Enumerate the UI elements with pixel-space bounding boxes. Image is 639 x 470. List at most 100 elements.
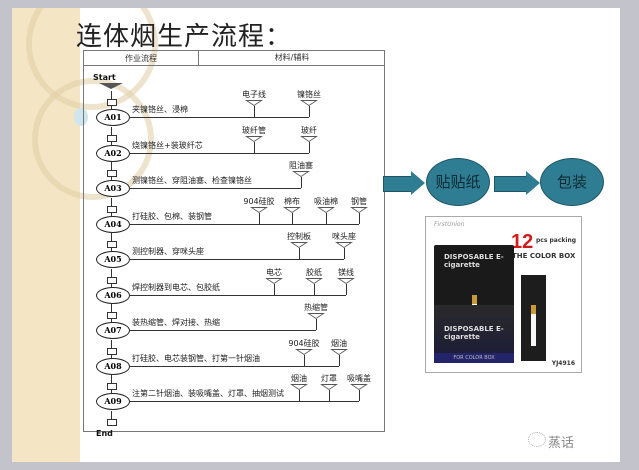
display-box: DISPOSABLE E-cigarette DISPOSABLE E-ciga… (434, 245, 514, 363)
cigarette-tip (531, 305, 536, 314)
material-stem (254, 106, 255, 117)
connector-box-icon (107, 418, 117, 426)
step-node-a02: A02 (96, 144, 130, 162)
material-stem (259, 212, 260, 224)
step-line (129, 365, 339, 367)
connector-box-icon (107, 134, 117, 142)
funnel-icon (99, 83, 123, 89)
start-label: Start (93, 73, 116, 82)
funnel-icon (307, 313, 325, 319)
funnel-icon (250, 206, 268, 213)
step-node-a08: A08 (96, 357, 130, 375)
box-front: DISPOSABLE E-cigarette FOR COLOR BOX (434, 305, 514, 363)
step-text: 打硅胶、电芯装钢管、打第一针烟油 (132, 353, 260, 363)
funnel-icon (245, 100, 263, 106)
material-label: 电子线 (242, 90, 266, 99)
step-text: 测镍铬丝、穿阻油塞、检查镍铬丝 (132, 176, 252, 185)
step-node-a01: A01 (96, 109, 130, 126)
funnel-icon (300, 100, 318, 106)
connector-box-icon (107, 99, 117, 106)
pack-count: 12 (511, 231, 534, 253)
step-sticker: 贴贴纸 (426, 158, 490, 206)
funnel-icon (320, 384, 338, 390)
funnel-icon (337, 277, 355, 284)
material-label: 阻油塞 (289, 161, 313, 170)
step-node-a09: A09 (96, 393, 130, 410)
watermark-icon (528, 432, 546, 447)
material-stem (339, 354, 340, 366)
material-stem (299, 390, 300, 401)
material-label: 热缩管 (304, 303, 328, 312)
material-stem (344, 248, 345, 259)
material-label: 烟油 (291, 374, 307, 383)
sku-label: YJ4916 (551, 360, 575, 367)
material-stem (359, 212, 360, 224)
step-line (129, 401, 359, 402)
material-stem (301, 177, 302, 188)
end-label: End (96, 428, 113, 438)
funnel-icon (283, 206, 301, 213)
material-label: 904硅胶 (288, 338, 320, 348)
step-text: 焊控制器到电芯、包胶纸 (132, 282, 220, 292)
step-text: 注第二针烟油、装吸嘴盖、灯罩、抽烟测试 (132, 389, 284, 398)
arrow-to-packaging (494, 176, 528, 192)
funnel-icon (350, 384, 368, 390)
header-workflow: 作业流程 (125, 54, 157, 63)
funnel-icon (290, 242, 308, 248)
step-text: 打硅胶、包棉、装钢管 (132, 211, 212, 221)
material-stem (299, 248, 300, 259)
material-stem (326, 212, 327, 224)
material-stem (316, 319, 317, 330)
step-line (129, 294, 346, 296)
material-label: 棉布 (284, 196, 300, 206)
material-label: 灯罩 (321, 374, 337, 383)
arrow-to-sticker (383, 176, 413, 192)
step-sticker-label: 贴贴纸 (435, 173, 481, 191)
step-line (129, 259, 344, 260)
funnel-icon (317, 206, 335, 213)
material-label: 电芯 (266, 267, 282, 277)
funnel-icon (295, 348, 313, 355)
material-label: 吸油棉 (314, 196, 338, 206)
funnel-icon (330, 348, 348, 355)
box-label-front: DISPOSABLE E-cigarette (444, 325, 504, 341)
material-label: 玻纤 (301, 125, 317, 135)
connector-box-icon (107, 170, 117, 177)
connector-box-icon (107, 241, 117, 248)
step-line (129, 152, 309, 154)
funnel-icon (245, 135, 263, 142)
funnel-icon (350, 206, 368, 213)
product-image: FirstUnion 12 pcs packing THE COLOR BOX … (425, 216, 582, 373)
header-materials: 材料/辅料 (198, 51, 385, 65)
step-packaging: 包装 (540, 158, 604, 206)
funnel-icon (305, 277, 323, 284)
step-node-a06: A06 (96, 286, 130, 304)
arrow-head-icon (411, 171, 425, 195)
funnel-icon (290, 384, 308, 390)
material-stem (309, 106, 310, 117)
material-stem (329, 390, 330, 401)
slide-title: 连体烟生产流程： (76, 22, 293, 52)
connector-line (111, 410, 112, 421)
material-label: 控制板 (287, 232, 311, 241)
single-pack (521, 275, 546, 361)
material-label: 镁线 (338, 267, 354, 277)
box-title: THE COLOR BOX (512, 252, 576, 260)
step-node-a07: A07 (96, 322, 130, 339)
step-text: 测控制器、穿咪头座 (132, 247, 204, 256)
connector-box-icon (107, 383, 117, 390)
funnel-icon (265, 277, 283, 284)
step-line (129, 223, 359, 225)
step-line (129, 117, 309, 118)
funnel-icon (292, 171, 310, 177)
box-stripe: FOR COLOR BOX (434, 353, 514, 363)
connector-box-icon (107, 312, 117, 319)
material-stem (309, 141, 310, 153)
connector-box-icon (107, 347, 117, 355)
step-packaging-label: 包装 (556, 173, 587, 191)
table-header: 作业流程 材料/辅料 (84, 51, 384, 66)
brand-label: FirstUnion (434, 221, 465, 228)
decorative-dot (74, 108, 88, 126)
